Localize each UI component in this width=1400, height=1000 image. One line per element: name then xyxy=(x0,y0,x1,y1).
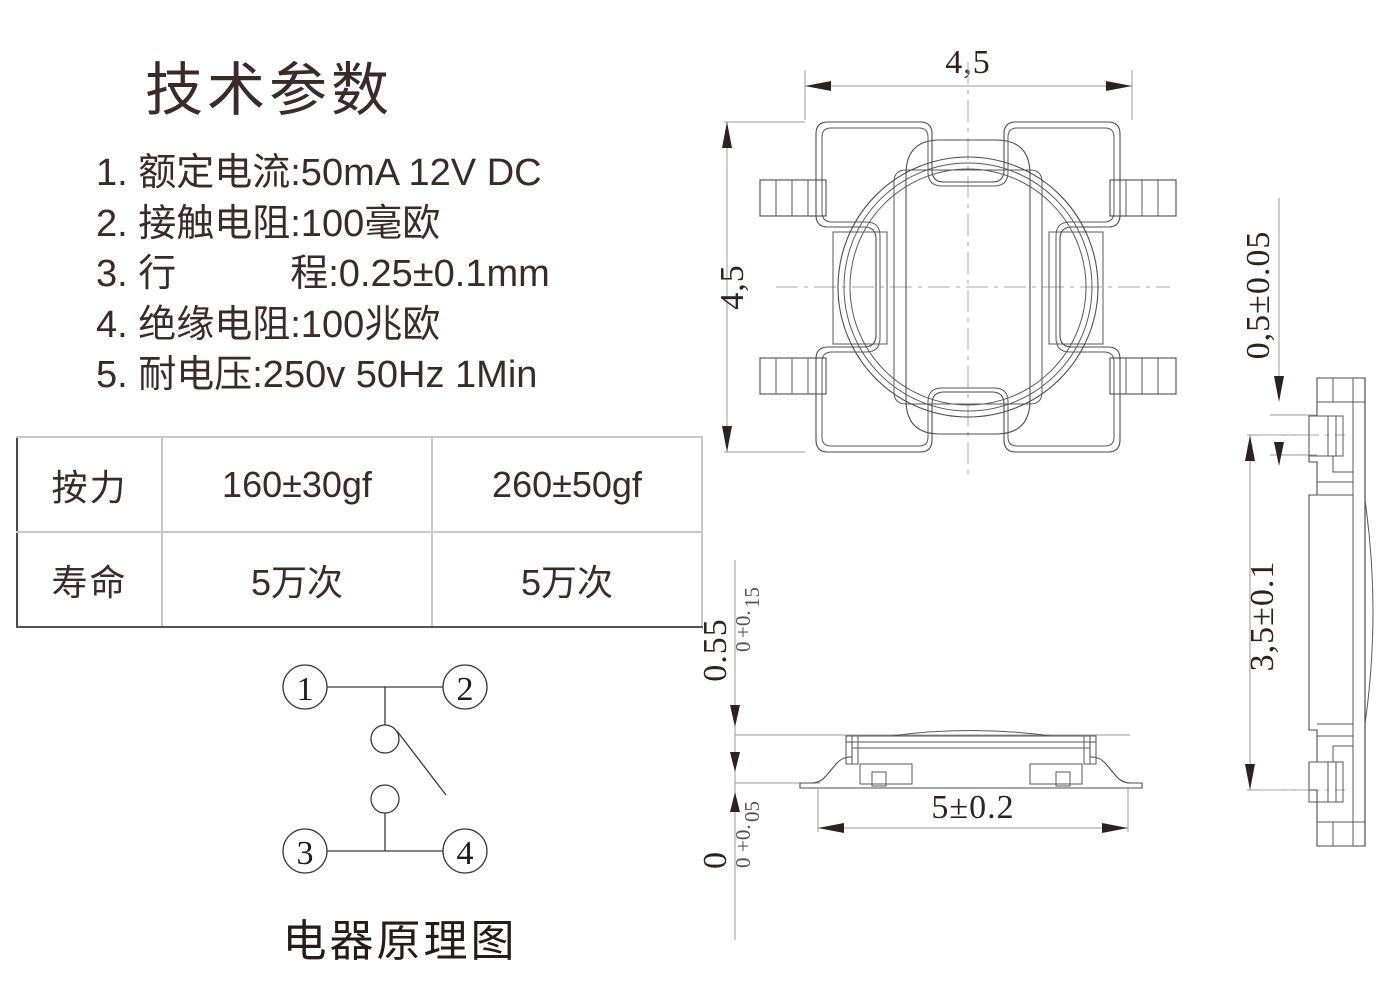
top-view: 4,5 4,5 xyxy=(700,40,1180,490)
terminal-1-label: 1 xyxy=(297,671,314,708)
table-row: 按力 160±30gf 260±50gf xyxy=(16,436,703,533)
terminal-2-label: 2 xyxy=(457,671,474,708)
dim-base-value: 0 xyxy=(697,851,734,869)
terminal-4-label: 4 xyxy=(457,835,474,872)
dim-lead-height-tol-lower: 0 xyxy=(731,642,755,653)
switch-blade xyxy=(396,730,447,796)
contact-upper xyxy=(370,724,400,754)
arrow-front-width-right xyxy=(1102,823,1128,833)
dim-lead-height-tol-upper: +0. xyxy=(731,610,755,638)
dim-base-tol-upper-frac: 05 xyxy=(740,801,764,822)
dome-inner xyxy=(849,168,1087,406)
table-row: 寿命 5万次 5万次 xyxy=(16,531,703,628)
dim-lead-height-value: 0.55 xyxy=(697,618,734,682)
table-cell-force-a: 160±30gf xyxy=(161,436,433,533)
arrow-lead-thickness xyxy=(1274,376,1284,402)
arrow-body-height-top xyxy=(1245,435,1255,461)
actuator-plate xyxy=(905,139,1031,435)
arrow-bottom-height xyxy=(722,426,732,452)
arrow-front-width-left xyxy=(818,823,844,833)
body-outline xyxy=(815,121,1121,453)
spec-item-4: 4. 绝缘电阻:100兆欧 xyxy=(96,303,441,346)
force-life-table: 按力 160±30gf 260±50gf 寿命 5万次 5万次 xyxy=(16,436,703,628)
dim-top-height-label: 4,5 xyxy=(714,264,751,310)
front-view-body xyxy=(799,730,1143,789)
dim-base-tol-lower: 0 xyxy=(731,858,755,869)
terminal-3-label: 3 xyxy=(297,835,314,872)
dim-body-height-label: 3,5±0.1 xyxy=(1244,561,1281,672)
front-view: 0.55 +0. 15 0 0 +0. 05 0 xyxy=(697,520,1200,950)
spec-item-1: 1. 额定电流:50mA 12V DC xyxy=(96,152,542,194)
lead-bottom-right xyxy=(1109,357,1177,395)
spec-item-2: 2. 接触电阻:100毫欧 xyxy=(96,202,441,245)
lead-top-right xyxy=(1109,179,1177,217)
dim-base-tol-upper: +0. xyxy=(731,824,755,852)
side-view-body xyxy=(1308,377,1374,847)
circuit-schematic: 1 2 3 4 xyxy=(250,655,550,885)
dome-mid xyxy=(843,162,1093,412)
arrow-top-height xyxy=(722,122,732,148)
contact-pad-right xyxy=(1048,231,1104,345)
table-cell-life-a: 5万次 xyxy=(161,531,433,628)
table-cell-header-force: 按力 xyxy=(16,436,163,533)
table-cell-life-b: 5万次 xyxy=(431,531,703,628)
arrow-lead-height-bottom xyxy=(730,752,740,772)
spec-item-3: 3. 行 程:0.25±0.1mm xyxy=(96,253,550,296)
schematic-caption: 电器原理图 xyxy=(282,917,518,966)
spec-list: 1. 额定电流:50mA 12V DC 2. 接触电阻:100毫欧 3. 行 程… xyxy=(96,148,716,401)
dim-lead-thickness-label: 0,5±0.05 xyxy=(1240,231,1277,360)
dim-front-width-label: 5±0.2 xyxy=(931,789,1014,826)
spec-title: 技术参数 xyxy=(145,58,394,123)
table-cell-header-life: 寿命 xyxy=(16,531,163,628)
contact-lower xyxy=(370,784,400,814)
contact-pad-left xyxy=(832,231,888,345)
arrow-left-width xyxy=(805,81,831,91)
lead-bottom-left xyxy=(759,357,827,395)
spec-item-5: 5. 耐电压:250v 50Hz 1Min xyxy=(96,354,538,397)
dim-lead-height-tol-upper-frac: 15 xyxy=(740,587,764,608)
side-view: 0,5±0.05 3,5±0.1 xyxy=(1225,170,1400,870)
table-cell-force-b: 260±50gf xyxy=(431,436,703,533)
arrow-body-height-bottom xyxy=(1245,764,1255,790)
arrow-lead-height-top xyxy=(730,705,740,727)
dome-outer xyxy=(837,156,1099,418)
body-outline-inner xyxy=(821,127,1115,447)
lead-top-left xyxy=(759,179,827,217)
arrow-base-tolerance xyxy=(730,792,740,812)
arrow-right-width xyxy=(1106,81,1132,91)
arrow-lead-thickness-2 xyxy=(1274,442,1284,466)
